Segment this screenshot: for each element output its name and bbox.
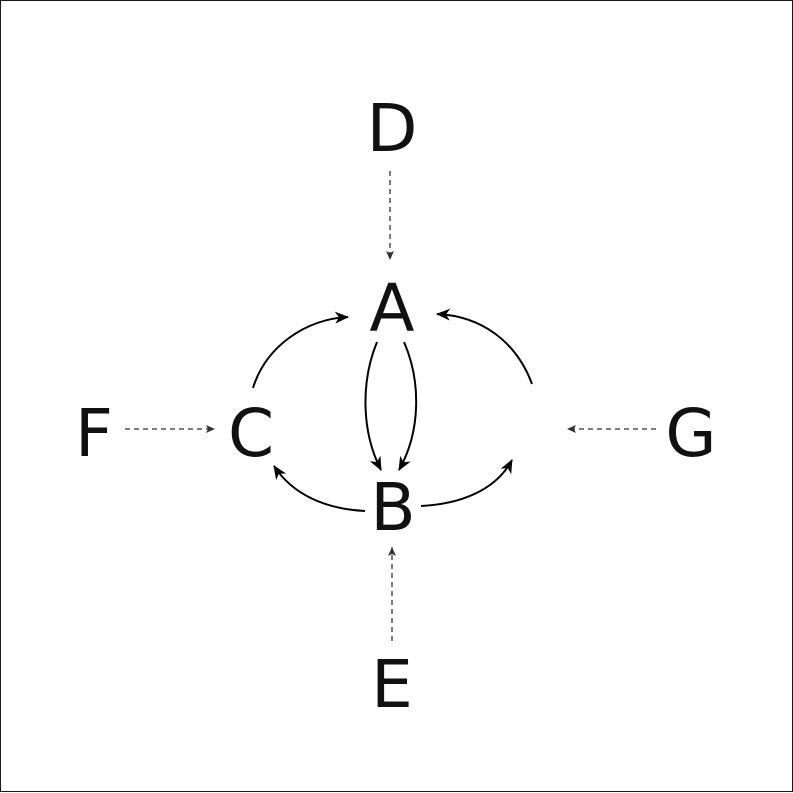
node-b: B	[370, 469, 415, 546]
node-e: E	[371, 646, 413, 723]
edge-a-to-b-right	[398, 341, 418, 471]
node-d: D	[367, 90, 418, 167]
edge-hidden-to-a	[436, 308, 533, 385]
edge-a-to-b-left	[364, 341, 382, 471]
edge-b-to-c	[273, 465, 366, 512]
edge-c-to-a	[252, 311, 349, 389]
node-a: A	[369, 270, 414, 347]
edge-b-to-hidden	[420, 459, 513, 507]
node-c: C	[228, 395, 274, 472]
node-f: F	[75, 395, 113, 472]
node-g: G	[665, 395, 716, 472]
